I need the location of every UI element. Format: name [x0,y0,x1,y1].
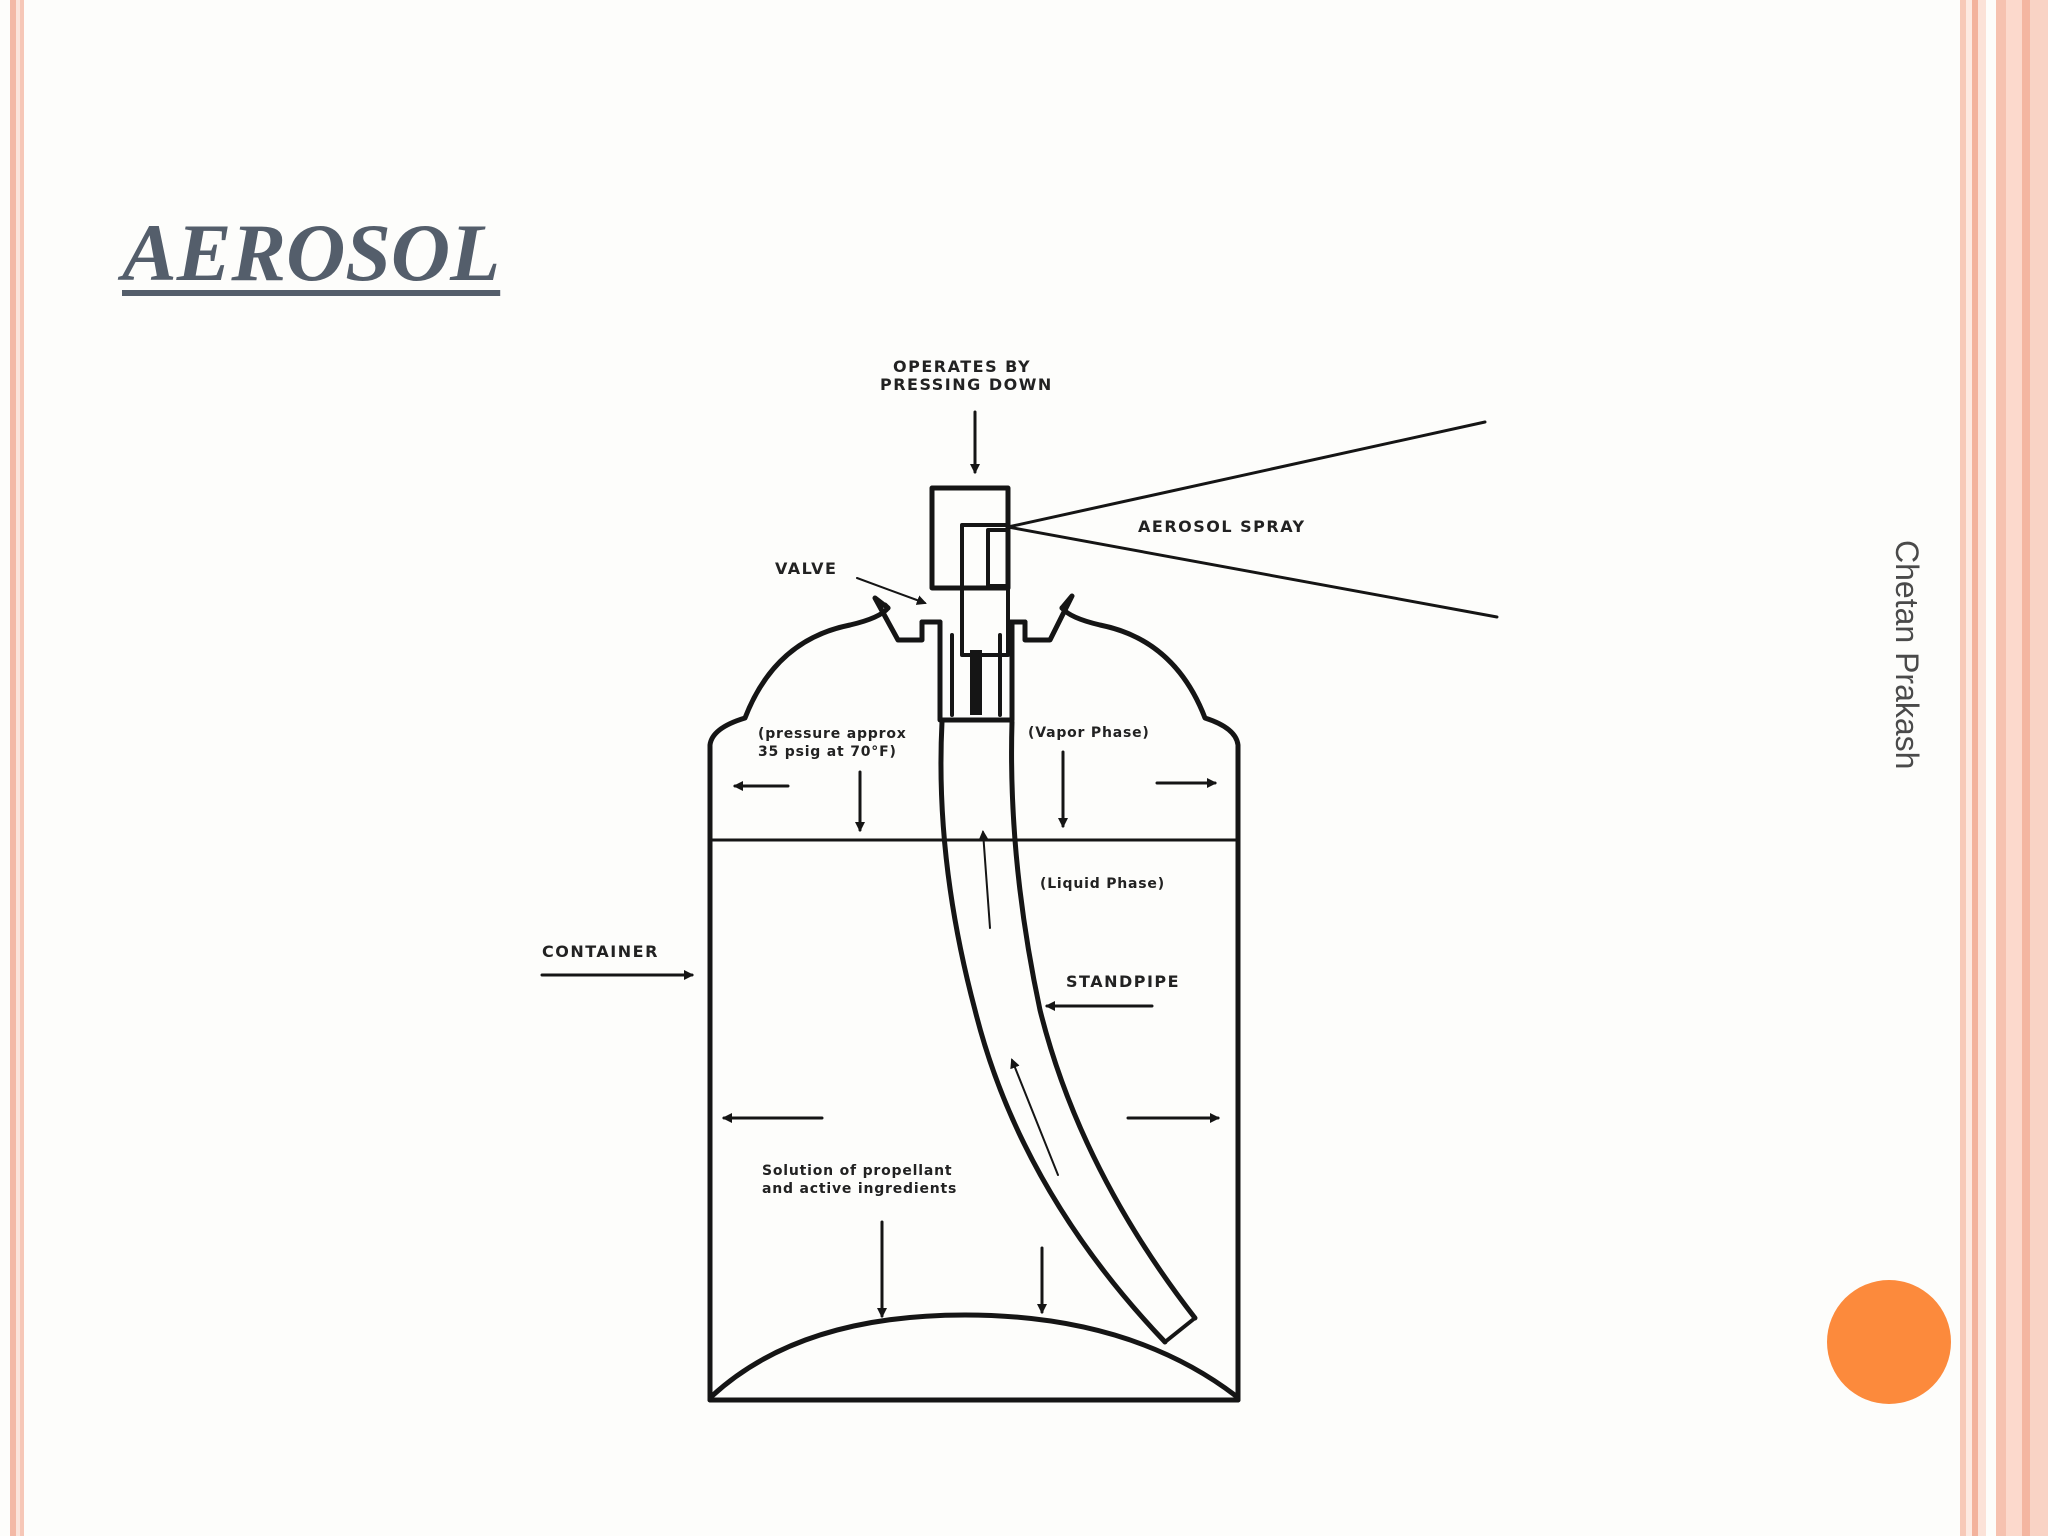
label-operates-line2: PRESSING DOWN [880,375,1053,394]
container-body [707,593,1241,1403]
right-border-decoration [1956,0,2048,1536]
accent-circle [1827,1280,1951,1404]
spray-cone [1006,420,1499,619]
standpipe-tube [938,719,1198,1345]
label-standpipe: STANDPIPE [1066,972,1180,991]
label-solution-line2: and active ingredients [762,1181,957,1197]
label-operates-line1: OPERATES BY [893,357,1031,376]
label-aerosol-spray: AEROSOL SPRAY [1138,517,1306,536]
left-border-decoration [0,0,26,1536]
slide-title: AEROSOL [122,207,501,298]
label-pressure-line2: 35 psig at 70°F) [758,744,897,760]
label-liquid-phase: (Liquid Phase) [1040,876,1165,892]
flow-arrows [540,410,1220,1318]
valve-actuator [919,485,1028,723]
label-solution-line1: Solution of propellant [762,1163,952,1179]
label-container: CONTAINER [542,942,659,961]
author-name: Chetan Prakash [1889,540,1925,770]
label-pressure-line1: (pressure approx [758,726,907,742]
label-vapor-phase: (Vapor Phase) [1028,725,1150,741]
label-valve: VALVE [775,559,837,578]
